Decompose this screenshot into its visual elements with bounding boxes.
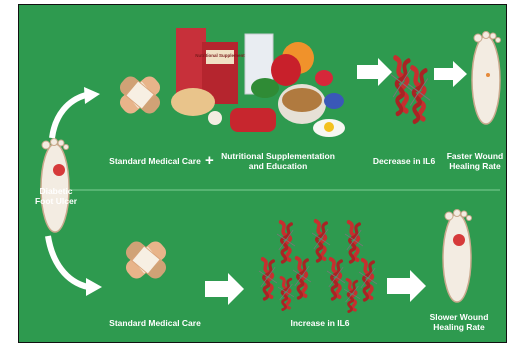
label-decrease-il6: Decrease in IL6	[372, 156, 436, 166]
ulcer-mark	[453, 234, 465, 246]
foot-icon	[471, 31, 501, 125]
arrow-icon	[434, 61, 467, 87]
label-top-standard-care: Standard Medical Care	[109, 156, 201, 166]
bandage-icon	[116, 73, 164, 117]
label-increase-il6: Increase in IL6	[290, 318, 350, 328]
supplement-box-text: Nutritional Supplement	[195, 53, 245, 58]
healing-mark	[486, 73, 490, 77]
arrow-icon	[205, 273, 244, 305]
bandage-icon	[122, 238, 170, 282]
arrow-icon	[84, 87, 100, 104]
arrow-up-curve	[49, 92, 87, 139]
label-nutrition: Nutritional Supplementation and Educatio…	[221, 151, 335, 171]
supplement-box-label	[206, 50, 234, 64]
arrow-icon	[357, 58, 392, 86]
plus-sign: +	[205, 152, 214, 169]
arrow-down-curve	[45, 235, 89, 290]
il6-protein-icon	[257, 219, 379, 314]
label-faster-healing: Faster Wound Healing Rate	[446, 151, 504, 171]
label-slower-healing: Slower Wound Healing Rate	[429, 312, 489, 332]
il6-protein-icon	[391, 58, 430, 122]
arrow-icon	[387, 270, 426, 302]
ulcer-mark	[53, 164, 65, 176]
food-group-icon	[171, 28, 345, 137]
arrow-icon	[86, 278, 102, 296]
foot-icon	[40, 138, 70, 233]
label-bottom-standard-care: Standard Medical Care	[109, 318, 201, 328]
label-diabetic-foot-ulcer: Diabetic Foot Ulcer	[34, 186, 78, 206]
foot-icon	[442, 209, 472, 303]
